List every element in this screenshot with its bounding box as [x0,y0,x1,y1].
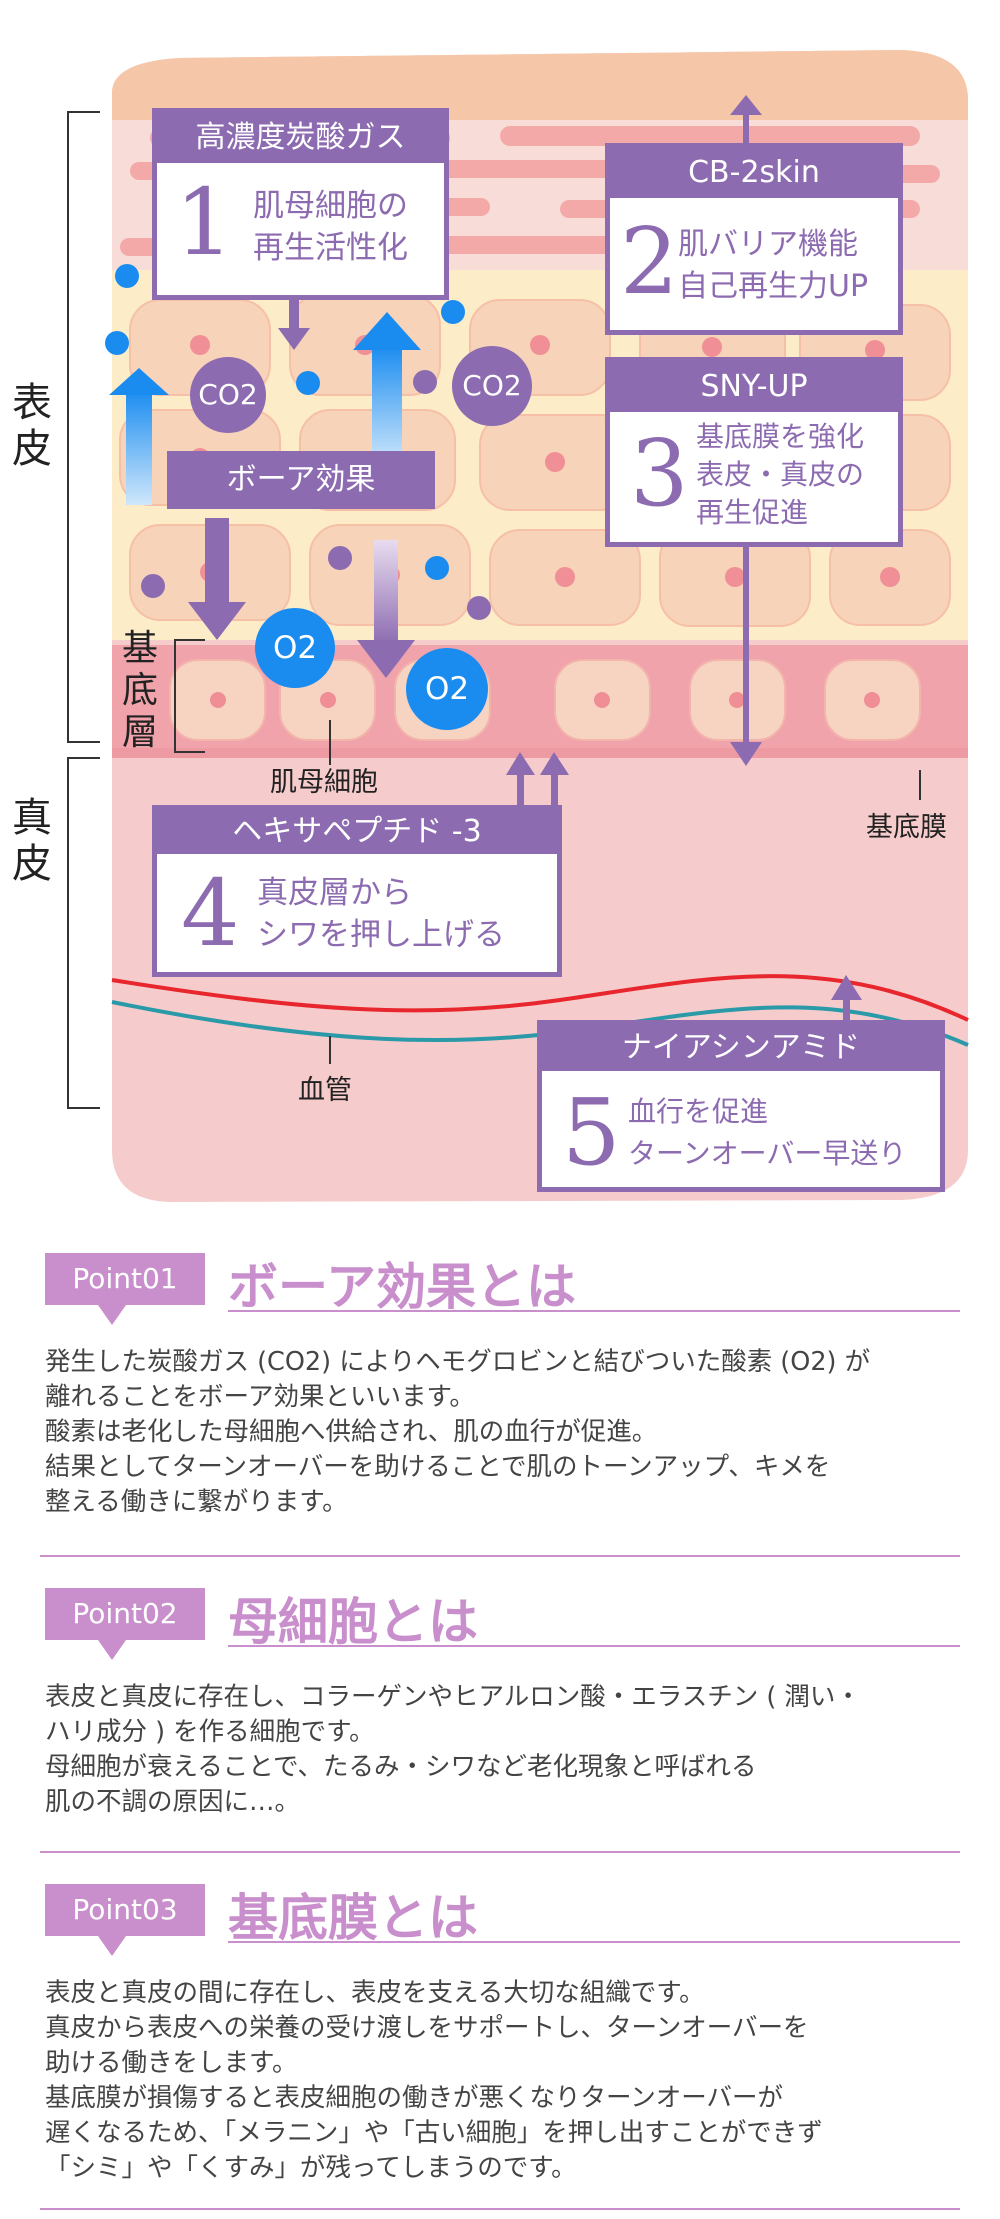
point-body-line: 表皮と真皮の間に存在し、表皮を支える大切な組織です。 [45,1978,705,2008]
ingredient-box-2-line1: 肌バリア機能 [678,227,858,262]
point-tag-tail [98,1305,126,1325]
section-divider [40,1851,960,1853]
point-tag: Point02 [45,1588,205,1640]
ingredient-box-5-line1: 血行を促進 [628,1095,769,1128]
ingredient-box-1-title: 高濃度炭酸ガス [157,113,444,163]
arrow-box1-down [278,300,310,350]
point-body-line: 酸素は老化した母細胞へ供給され、肌の血行が促進。 [45,1417,658,1447]
point-body-line: 離れることをボーア効果といいます。 [45,1382,475,1412]
ingredient-box-2: CB-2skin 2 肌バリア機能 自己再生力UP [605,143,903,335]
ingredient-box-4-line2: シワを押し上げる [257,917,505,953]
layer-brackets [67,111,205,1109]
point-body-line: 結果としてターンオーバーを助けることで肌のトーンアップ、キメを [45,1452,831,1482]
ingredient-box-2-title: CB-2skin [610,148,898,198]
purple-dots [141,370,491,620]
bohr-effect-label: ボーア効果 [167,451,435,509]
point-body-line: 整える働きに繋がります。 [45,1487,348,1517]
ingredient-box-1-number: 1 [175,169,234,276]
point-body-line: 表皮と真皮に存在し、コラーゲンやヒアルロン酸・エラスチン ( 潤い・ [45,1682,861,1712]
point-tag-tail [98,1936,126,1956]
matrix-cell-label: 肌母細胞 [270,767,378,798]
point-body-line: 助ける働きをします。 [45,2048,298,2078]
arrow-box3-down [730,545,762,766]
ingredient-box-3-line2: 表皮・真皮の [696,458,865,491]
ingredient-box-1: 高濃度炭酸ガス 1 肌母細胞の 再生活性化 [152,108,449,300]
point-tag: Point03 [45,1884,205,1936]
point-body: 表皮と真皮に存在し、コラーゲンやヒアルロン酸・エラスチン ( 潤い・ ハリ成分 … [45,1680,861,1820]
dermis-label: 真皮 [12,795,52,887]
point-body-line: 母細胞が衰えることで、たるみ・シワなど老化現象と呼ばれる [45,1752,757,1782]
bohr-down-arrows [188,518,415,678]
ingredient-box-4-line1: 真皮層から [257,875,412,911]
point-tag-tail [98,1640,126,1660]
ingredient-box-5: ナイアシンアミド 5 血行を促進 ターンオーバー早送り [537,1020,945,1192]
pointer-lines [329,720,921,1064]
ingredient-box-4-title: ヘキサペプチド -3 [157,810,557,854]
point-section-01: Point01 ボーア効果とは 発生した炭酸ガス (CO2) によりヘモグロビン… [40,1253,960,1543]
ingredient-box-4: ヘキサペプチド -3 4 真皮層から シワを押し上げる [152,805,562,977]
point-title-rule [228,1310,960,1312]
ingredient-box-2-line2: 自己再生力UP [678,269,869,304]
ingredient-box-2-number: 2 [620,208,679,315]
ingredient-box-1-line2: 再生活性化 [253,230,408,266]
arrow-box5-up [831,975,862,1030]
point-body-line: 真皮から表皮への栄養の受け渡しをサポートし、ターンオーバーを [45,2013,809,2043]
blood-vessel-red [111,974,969,1022]
o2-bubble: O2 [406,648,488,730]
ingredient-box-5-number: 5 [562,1079,621,1186]
ingredient-box-3-number: 3 [630,420,689,527]
epidermis-label: 表皮 [12,380,52,472]
blue-dots [105,264,465,580]
point-body-line: 肌の不調の原因に…。 [45,1787,301,1817]
point-body: 発生した炭酸ガス (CO2) によりヘモグロビンと結びついた酸素 (O2) が … [45,1345,870,1520]
ingredient-box-5-title: ナイアシンアミド [542,1025,940,1071]
point-title-rule [228,1941,960,1943]
point-body-line: 発生した炭酸ガス (CO2) によりヘモグロビンと結びついた酸素 (O2) が [45,1347,871,1377]
point-section-02: Point02 母細胞とは 表皮と真皮に存在し、コラーゲンやヒアルロン酸・エラス… [40,1588,960,1848]
point-body-line: 遅くなるため、「メラニン」や「古い細胞」を押し出すことができず [45,2118,823,2148]
point-title-rule [228,1645,960,1647]
point-body-line: ハリ成分 ) を作る細胞です。 [45,1717,375,1747]
blood-vessel-label: 血管 [298,1075,352,1106]
ingredient-box-5-line2: ターンオーバー早送り [628,1137,907,1170]
point-title: 基底膜とは [228,1888,478,1947]
basement-membrane-label: 基底膜 [866,812,947,843]
ingredient-box-4-number: 4 [181,860,240,967]
o2-bubble: O2 [255,608,335,688]
point-body-line: 「シミ」や「くすみ」が残ってしまうのです。 [45,2153,577,2183]
ingredient-box-1-line1: 肌母細胞の [253,188,408,224]
co2-bubble: CO2 [190,357,266,433]
co2-bubble: CO2 [452,346,532,426]
point-tag: Point01 [45,1253,205,1305]
basal-layer-label: 基底層 [121,628,158,753]
point-body: 表皮と真皮の間に存在し、表皮を支える大切な組織です。 真皮から表皮への栄養の受け… [45,1976,823,2186]
arrow-box2-up [730,95,762,145]
ingredient-box-3-line3: 再生促進 [696,496,809,529]
point-section-03: Point03 基底膜とは 表皮と真皮の間に存在し、表皮を支える大切な組織です。… [40,1884,960,2204]
section-divider [40,1555,960,1557]
ingredient-box-3: SNY-UP 3 基底膜を強化 表皮・真皮の 再生促進 [605,357,903,547]
point-body-line: 基底膜が損傷すると表皮細胞の働きが悪くなりターンオーバーが [45,2083,783,2113]
section-divider [40,2208,960,2210]
point-title: ボーア効果とは [228,1257,576,1316]
ingredient-box-3-title: SNY-UP [610,362,898,412]
ingredient-box-3-line1: 基底膜を強化 [696,420,865,453]
arrow-box4-up [506,752,569,807]
blue-up-arrows [109,312,421,505]
skin-diagram: 表皮 真皮 基底層 肌母細胞 基底膜 血管 CO2 CO2 O2 O2 ボーア効… [12,50,969,1202]
point-title: 母細胞とは [228,1592,478,1651]
